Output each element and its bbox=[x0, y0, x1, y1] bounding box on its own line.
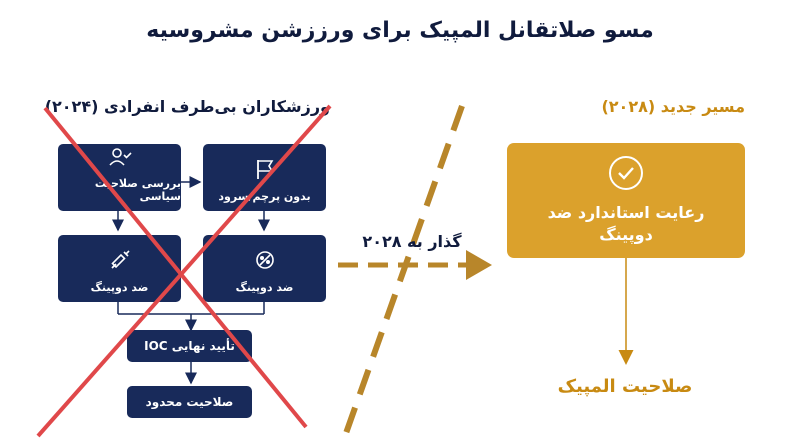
limited-eligibility-box: صلاحیت محدود bbox=[127, 386, 252, 418]
box-anti-doping-2: ضد دوپینگ bbox=[203, 235, 326, 302]
right-heading: مسیر جدید (۲۰۲۸) bbox=[601, 97, 745, 116]
pill-icon bbox=[254, 249, 276, 275]
transition-label: گذار به ۲۰۲۸ bbox=[362, 232, 462, 251]
syringe-icon bbox=[109, 249, 131, 275]
box-label: بررسی صلاحیت سیاسی bbox=[94, 177, 181, 203]
box-label: ضد دوپینگ bbox=[90, 281, 149, 294]
box-label: بدون پرچم/سرود bbox=[218, 190, 311, 203]
page-title: مسو صلاتقانل المپیک برای ورززشن مشروسیه bbox=[146, 18, 654, 43]
olympic-eligibility-result: صلاحیت المپیک bbox=[557, 376, 693, 397]
flag-icon bbox=[254, 158, 276, 184]
compliance-label: رعایت استاندارد ضد دوپینگ bbox=[547, 202, 705, 244]
anti-doping-compliance-box: رعایت استاندارد ضد دوپینگ bbox=[507, 143, 745, 258]
box-label: ضد دوپینگ bbox=[235, 281, 294, 294]
user-check-icon bbox=[108, 147, 132, 171]
left-heading: ورزشکاران بی‌طرف انفرادی (۲۰۲۴) bbox=[44, 97, 330, 116]
check-circle-icon bbox=[609, 155, 643, 190]
final-approval-box: تأیید نهایی IOC bbox=[127, 330, 252, 362]
